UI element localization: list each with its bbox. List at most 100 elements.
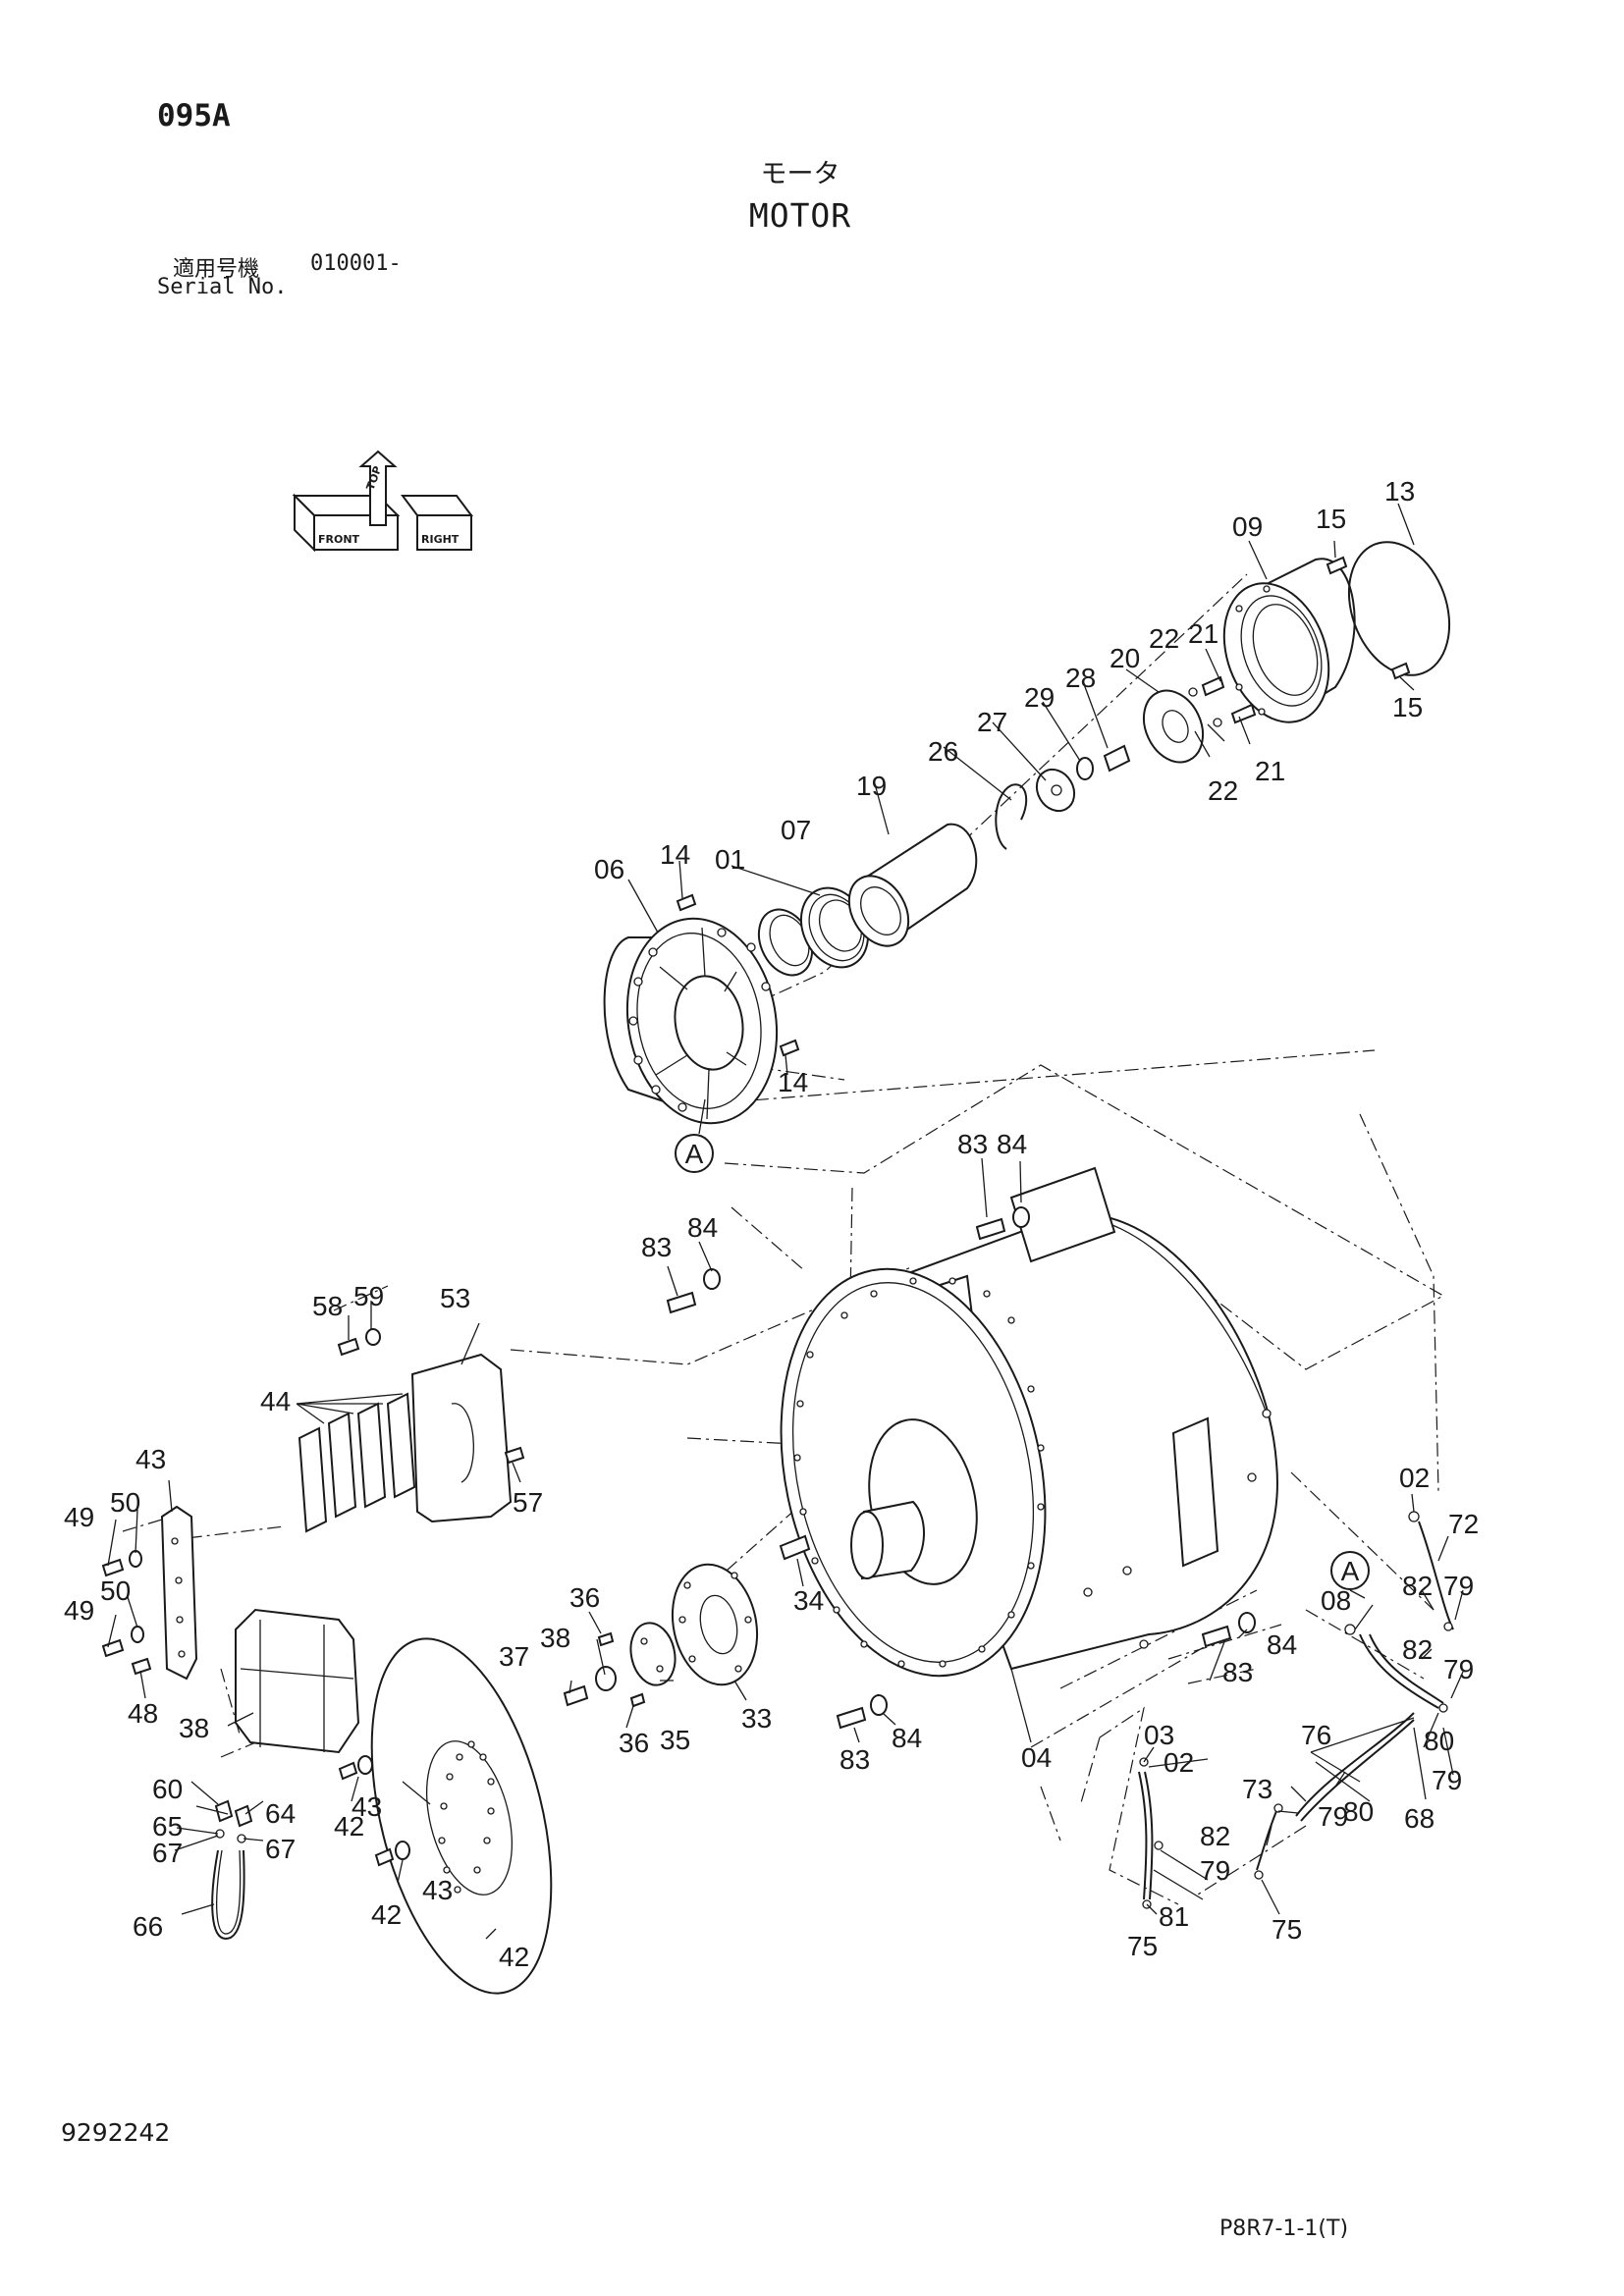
sleeve-part-19 [847,823,978,947]
callout-26: 26 [928,736,958,767]
key-part-34 [779,1534,811,1561]
callout-64: 60 [152,1774,183,1804]
callout-65: 64 [265,1798,296,1829]
callout-09-lower: 14 [778,1067,808,1097]
document-number: 9292242 [61,2118,171,2147]
pin-part-51 [131,1657,152,1676]
bolt-part-43 [338,1761,358,1781]
callout-82-r1: 82 [1402,1571,1433,1601]
backing-plate-part-57 [410,1353,513,1523]
washer-part-53-lower [131,1626,144,1643]
washer-part-29 [1076,757,1094,780]
serial-number-value: 010001- [310,251,402,276]
callout-37: 37 [499,1641,529,1672]
washer-part-60 [365,1328,381,1346]
callout-80-right: 80 [1424,1726,1454,1756]
callout-80: 80 [1343,1796,1374,1827]
callout-66: 65 [152,1811,183,1842]
o-ring-part-14 [1347,541,1451,676]
callout-15-lower: 15 [1392,692,1423,722]
washer-part-38 [595,1666,617,1691]
callout-48: 38 [179,1713,209,1743]
serial-label-english: Serial No. [157,275,288,299]
callout-53-lower: 50 [100,1575,131,1606]
callout-09: 14 [660,839,690,870]
callout-83-mid: 83 [641,1232,672,1262]
callout-52-lower: 49 [64,1595,94,1626]
bolt-part-21 [1201,675,1225,697]
title-japanese: モータ [760,159,840,189]
housing-cover-part-13 [1222,558,1356,723]
callout-34: 34 [793,1585,824,1616]
washer-part-53 [129,1550,142,1568]
orientation-front-label: FRONT [318,533,360,546]
callout-81: 81 [1159,1901,1189,1932]
callout-75: 73 [1242,1774,1272,1804]
callout-06: 06 [594,854,624,884]
callout-84-right: 84 [1267,1629,1297,1660]
callout-59: 58 [312,1291,343,1321]
callout-83-right: 83 [1222,1657,1253,1687]
bolt-part-09 [676,893,697,912]
callout-38: 38 [540,1623,570,1653]
brake-caliper-part-48 [235,1608,360,1754]
callout-28: 28 [1065,663,1096,693]
callout-21-lower: 21 [1255,756,1285,786]
callout-44-lower: 43 [422,1875,453,1905]
bolt-part-52 [101,1558,125,1577]
callout-51: 48 [128,1698,158,1729]
callout-50: 44 [260,1386,291,1416]
bolt-part-43-lower [374,1847,395,1867]
callout-01: 01 [715,844,745,875]
callout-77: 76 [1301,1720,1331,1750]
callout-21: 21 [1188,618,1218,649]
orientation-indicator: FRONT RIGHT TOP [292,450,473,553]
callout-49: 43 [135,1444,166,1474]
reference-marker-a-lower: A [1330,1551,1370,1590]
callout-84-mid: 84 [687,1212,718,1243]
callout-44: 43 [352,1791,382,1822]
callout-68: 67 [152,1838,183,1868]
callout-15: 15 [1316,504,1346,534]
callout-14: 13 [1384,476,1415,507]
callout-04: 04 [1021,1742,1052,1773]
callout-79-lower: 79 [1200,1855,1230,1886]
callout-27: 27 [977,707,1007,737]
callout-33: 33 [741,1703,772,1734]
callout-79-r1: 79 [1443,1571,1474,1601]
callout-83: 83 [957,1129,988,1159]
callout-76-lower: 75 [1127,1931,1158,1961]
bolt-part-59 [337,1337,360,1357]
callout-73: 72 [1448,1509,1479,1539]
callout-43-lower: 42 [371,1899,402,1930]
callout-60: 59 [353,1281,384,1311]
bracket-part-49 [160,1505,198,1681]
housing-flange-part [603,917,779,1125]
callout-03: 03 [1144,1720,1174,1750]
callout-79-bottom: 79 [1318,1801,1348,1832]
callout-68-right: 67 [265,1834,296,1864]
bolt-part-09-lower [779,1039,800,1057]
bolt-part-52-lower [101,1638,125,1658]
bolt-part-37 [563,1684,589,1707]
callout-43: 42 [334,1811,364,1842]
callout-19: 19 [856,771,887,801]
orientation-right-label: RIGHT [421,533,460,546]
plate-part-35 [629,1622,677,1686]
callout-02-lower: 02 [1164,1747,1194,1778]
callout-02: 02 [1399,1463,1430,1493]
cover-plate-part-20 [1142,689,1205,764]
callout-76: 75 [1272,1914,1302,1945]
callout-22: 22 [1149,623,1179,654]
callout-07: 07 [781,815,811,845]
bolt-part-28 [1103,744,1131,773]
callout-82-lower: 82 [1200,1821,1230,1851]
serial-label-japanese: 適用号機 [173,257,260,282]
brake-hose-assembly-part-67 [211,1799,253,1941]
svg-text:A: A [685,1139,704,1169]
callout-58: 57 [513,1487,543,1518]
callout-83-lower: 83 [839,1744,870,1775]
callout-22-lower: 22 [1208,775,1238,806]
callout-67: 66 [133,1911,163,1942]
